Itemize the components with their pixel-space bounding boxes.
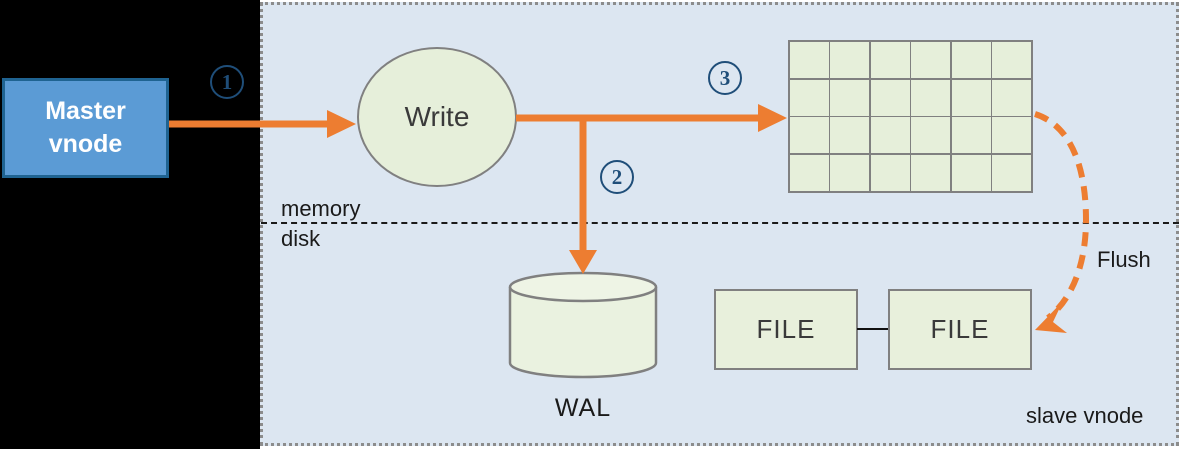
step-badge-2: 2 <box>600 160 634 194</box>
grid-cell <box>951 117 991 154</box>
memory-table-grid <box>788 40 1033 193</box>
grid-cell <box>790 42 829 79</box>
grid-cell <box>992 42 1031 79</box>
write-node-label: Write <box>404 101 470 132</box>
write-node: Write <box>357 47 517 187</box>
grid-cell <box>911 154 951 191</box>
grid-cell <box>790 79 829 116</box>
grid-cell <box>870 79 910 116</box>
memory-label: memory <box>281 196 361 221</box>
wal-label: WAL <box>554 394 612 422</box>
disk-label: disk <box>281 226 321 251</box>
grid-cell <box>830 117 870 154</box>
grid-cell <box>951 154 991 191</box>
grid-cell <box>911 79 951 116</box>
step-badge-3: 3 <box>708 61 742 95</box>
grid-cell <box>830 79 870 116</box>
memory-disk-divider <box>261 222 1179 224</box>
flush-label: Flush <box>1097 247 1151 272</box>
grid-cell <box>790 154 829 191</box>
grid-cell <box>951 42 991 79</box>
grid-cell <box>992 79 1031 116</box>
grid-cell <box>870 117 910 154</box>
grid-cell <box>992 117 1031 154</box>
file-connector-line <box>857 328 888 330</box>
master-vnode-box: Master vnode <box>2 78 169 178</box>
step-badge-1: 1 <box>210 65 244 99</box>
slave-vnode-label: slave vnode <box>1026 403 1144 428</box>
grid-cell <box>870 154 910 191</box>
grid-cell <box>911 117 951 154</box>
grid-cell <box>790 117 829 154</box>
grid-cell <box>951 79 991 116</box>
master-vnode-label: Master vnode <box>45 97 126 158</box>
file-box-1-label: FILE <box>756 314 816 344</box>
grid-cell <box>870 42 910 79</box>
file-box-2-label: FILE <box>930 314 990 344</box>
grid-cell <box>830 42 870 79</box>
file-box-2: FILE <box>888 289 1032 370</box>
grid-cell <box>992 154 1031 191</box>
grid-cell <box>911 42 951 79</box>
file-box-1: FILE <box>714 289 858 370</box>
grid-cell <box>830 154 870 191</box>
